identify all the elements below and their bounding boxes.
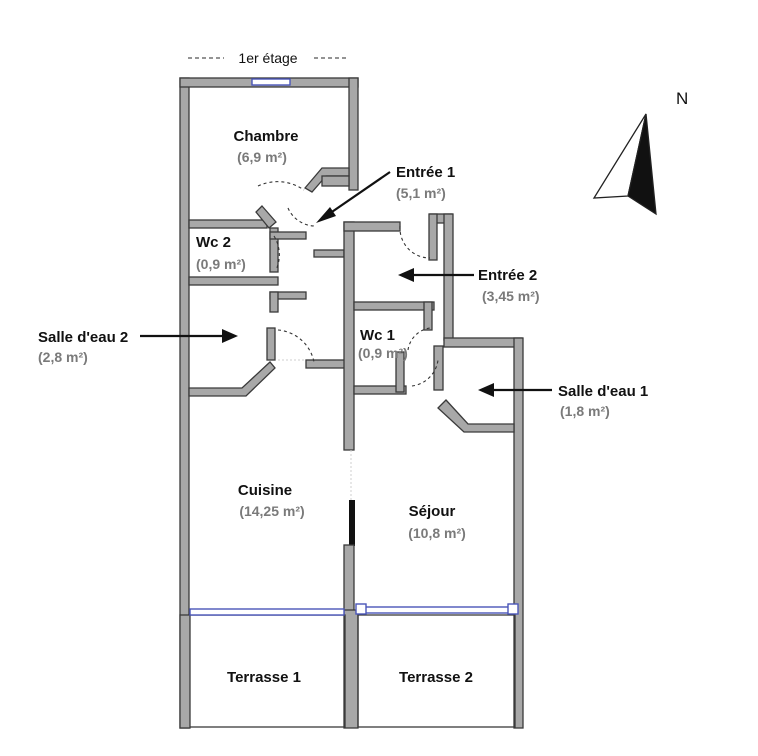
- callout-entree1[interactable]: Entrée 1 (5,1 m²): [316, 164, 455, 223]
- room-name: Wc 2: [196, 234, 231, 251]
- window-sejour-right-post: [507, 603, 519, 615]
- wall-corridor-stub: [313, 249, 345, 258]
- room-name: Chambre: [233, 128, 298, 145]
- wall-terrace-divider: [343, 609, 359, 729]
- door-sde1-arc: [411, 359, 439, 387]
- callout-entree2[interactable]: Entrée 2 (3,45 m²): [398, 267, 540, 304]
- room-wc2[interactable]: Wc 2 (0,9 m²): [196, 234, 246, 272]
- room-chambre[interactable]: Chambre (6,9 m²): [233, 128, 298, 165]
- compass-needle-right-icon: [627, 113, 657, 216]
- wall-right: [513, 337, 524, 729]
- floor-title: 1er étage: [238, 50, 297, 66]
- wall-center-lower: [343, 544, 355, 616]
- door-wc2-arc: [273, 235, 280, 271]
- wall-entree2-door: [428, 213, 438, 261]
- room-area: (14,25 m²): [239, 503, 304, 519]
- room-name: Séjour: [409, 503, 456, 520]
- wall-sde2-jamb: [269, 291, 279, 313]
- room-name: Terrasse 1: [227, 669, 301, 686]
- wall-sde1-left: [433, 345, 444, 391]
- north-label: N: [676, 89, 688, 108]
- room-name: Wc 1: [360, 327, 395, 344]
- floor-title-group: 1er étage: [188, 50, 348, 66]
- callout-name: Entrée 2: [478, 267, 537, 284]
- wall-wc2-door-top: [269, 231, 307, 240]
- compass: N: [592, 89, 688, 216]
- room-name: Cuisine: [238, 482, 292, 499]
- room-name: Terrasse 2: [399, 669, 473, 686]
- callouts: Entrée 1 (5,1 m²) Entrée 2 (3,45 m²) Sal…: [38, 164, 648, 419]
- wall-wc1-bottom: [353, 385, 407, 395]
- callout-area: (3,45 m²): [482, 288, 540, 304]
- partition-black: [349, 500, 355, 546]
- window-sejour: [357, 606, 515, 614]
- wall-center: [343, 221, 355, 451]
- wall-entree2-top: [343, 221, 401, 232]
- door-wc1-arc: [407, 327, 431, 351]
- callout-area: (5,1 m²): [396, 185, 446, 201]
- callout-name: Salle d'eau 1: [558, 383, 648, 400]
- wall-wc1-top: [353, 301, 435, 311]
- wall-chambre-closet: [321, 175, 350, 187]
- wall-terrace-left: [179, 614, 191, 729]
- callout-name: Entrée 1: [396, 164, 455, 181]
- wall-sde2-door: [266, 327, 276, 361]
- wall-entree2-right: [443, 213, 454, 341]
- door-chambre-arc: [257, 181, 305, 191]
- windows: [189, 78, 519, 616]
- room-area: (10,8 m²): [408, 525, 466, 541]
- door-sde2-arc: [277, 329, 315, 363]
- window-cuisine: [189, 608, 345, 616]
- arrowhead-salle-eau-1: [478, 383, 494, 397]
- door-entree1-arc: [287, 207, 315, 227]
- arrowhead-entree1: [316, 207, 336, 223]
- room-area: (6,9 m²): [237, 149, 287, 165]
- wall-sde1-bottom: [437, 399, 515, 433]
- room-cuisine[interactable]: Cuisine (14,25 m²): [238, 482, 305, 519]
- wall-wc2-bottom: [188, 276, 279, 286]
- wall-chambre-corner: [255, 205, 277, 229]
- wall-chambre-bottom: [188, 219, 268, 229]
- wall-wc2-right: [269, 227, 279, 273]
- callout-area: (1,8 m²): [560, 403, 610, 419]
- door-entree2-arc: [399, 225, 431, 259]
- room-wc1[interactable]: Wc 1 (0,9 m²): [358, 327, 408, 361]
- doors: [257, 181, 439, 387]
- room-area: (0,9 m²): [358, 345, 408, 361]
- callout-area: (2,8 m²): [38, 349, 88, 365]
- window-chambre: [251, 78, 291, 86]
- arrow-entree1: [325, 171, 391, 217]
- walls: [179, 77, 524, 729]
- callout-name: Salle d'eau 2: [38, 329, 128, 346]
- arrowhead-salle-eau-2: [222, 329, 238, 343]
- wall-chambre-right: [348, 77, 359, 191]
- wall-wc1-door: [395, 351, 405, 393]
- arrowhead-entree2: [398, 268, 414, 282]
- callout-salle-eau-2[interactable]: Salle d'eau 2 (2,8 m²): [38, 329, 238, 365]
- room-labels: Chambre (6,9 m²) Wc 2 (0,9 m²) Wc 1 (0,9…: [196, 128, 473, 686]
- room-terrasse1[interactable]: Terrasse 1: [227, 669, 301, 686]
- wall-sde2-bottom: [188, 361, 276, 397]
- callout-salle-eau-1[interactable]: Salle d'eau 1 (1,8 m²): [478, 383, 648, 419]
- terrace2-outline: [357, 614, 516, 728]
- wall-wc1-right: [423, 301, 433, 331]
- wall-sde1-top: [443, 337, 523, 348]
- room-terrasse2[interactable]: Terrasse 2: [399, 669, 473, 686]
- window-sejour-left-post: [355, 603, 367, 615]
- room-sejour[interactable]: Séjour (10,8 m²): [408, 503, 466, 541]
- room-area: (0,9 m²): [196, 256, 246, 272]
